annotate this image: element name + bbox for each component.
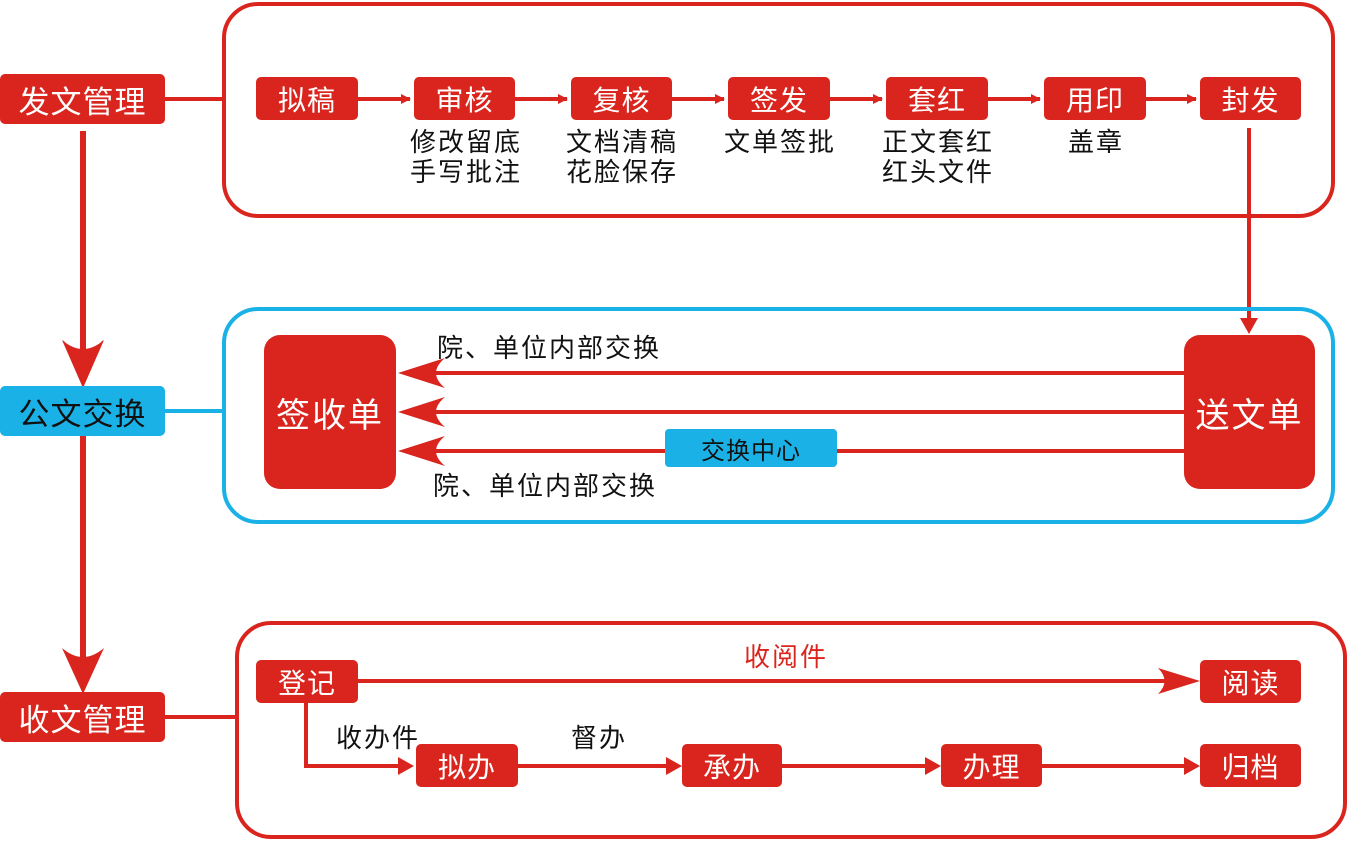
section-receive-management[interactable]: 收文管理 [0, 692, 165, 742]
recheck-note: 文档清稿 花脸保存 [557, 128, 687, 188]
step-sign[interactable]: 签发 [728, 77, 830, 120]
register-to-read-arrowhead [1158, 668, 1200, 694]
undertake-step[interactable]: 承办 [682, 744, 782, 787]
recheck-note-line-1: 文档清稿 [565, 128, 678, 158]
register-to-draft-arrowhead [398, 757, 414, 775]
review-note-line-2: 手写批注 [409, 158, 522, 188]
dispatch-panel [222, 2, 1335, 218]
review-note-line-1: 修改留底 [409, 128, 522, 158]
main-flow-arrowhead-2 [62, 648, 104, 694]
read-document-label: 收阅件 [743, 643, 828, 673]
internal-exchange-label-bottom: 院、单位内部交换 [433, 472, 658, 502]
draft-to-undertake-arrowhead [666, 757, 682, 775]
register-to-draft-line [304, 702, 398, 768]
sign-note-line-1: 文单签批 [723, 128, 836, 158]
internal-exchange-label-top: 院、单位内部交换 [437, 334, 662, 364]
process-step[interactable]: 办理 [941, 744, 1042, 787]
step-recheck[interactable]: 复核 [571, 77, 672, 120]
receipt-form[interactable]: 签收单 [264, 335, 396, 489]
register-step[interactable]: 登记 [256, 660, 358, 703]
exchange-center[interactable]: 交换中心 [665, 429, 837, 467]
handle-document-label: 收办件 [336, 724, 421, 754]
supervise-label: 督办 [571, 724, 628, 754]
recheck-note-line-2: 花脸保存 [565, 158, 678, 188]
step-redhead[interactable]: 套红 [886, 77, 988, 120]
step-review[interactable]: 审核 [414, 77, 515, 120]
process-to-archive-arrowhead [1184, 757, 1200, 775]
redhead-note-line-2: 红头文件 [881, 158, 994, 188]
undertake-to-process-arrowhead [925, 757, 941, 775]
read-step[interactable]: 阅读 [1200, 660, 1301, 703]
redhead-note: 正文套红 红头文件 [873, 128, 1003, 188]
exchange-arrowhead-bottom [398, 436, 445, 466]
seal-note-line-1: 盖章 [1067, 128, 1124, 158]
sending-form[interactable]: 送文单 [1184, 335, 1315, 489]
sign-note: 文单签批 [715, 128, 845, 158]
seal-to-sending-arrowhead [1240, 318, 1258, 334]
main-flow-arrowhead-1 [62, 340, 104, 388]
section-document-exchange[interactable]: 公文交换 [0, 386, 165, 436]
archive-step[interactable]: 归档 [1200, 744, 1301, 787]
exchange-panel [222, 307, 1335, 524]
exchange-arrowhead-top [398, 358, 445, 388]
redhead-note-line-1: 正文套红 [881, 128, 994, 158]
receive-panel [235, 621, 1347, 839]
review-note: 修改留底 手写批注 [401, 128, 531, 188]
step-seal[interactable]: 用印 [1044, 77, 1146, 120]
step-draft[interactable]: 拟稿 [256, 77, 358, 120]
section-dispatch-management[interactable]: 发文管理 [0, 74, 165, 124]
exchange-arrowhead-middle [398, 397, 445, 427]
seal-note: 盖章 [1031, 128, 1161, 158]
draft-handling-step[interactable]: 拟办 [416, 744, 518, 787]
step-dispatch[interactable]: 封发 [1200, 77, 1301, 120]
